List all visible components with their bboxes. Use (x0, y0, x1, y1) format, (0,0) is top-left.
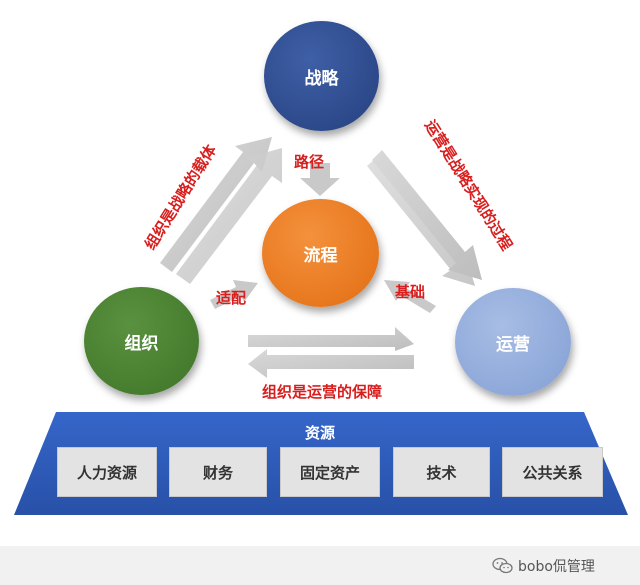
resource-item: 公共关系 (502, 447, 603, 497)
organization-node: 组织 (84, 287, 199, 395)
arrow-strategy-ops (367, 150, 482, 286)
operations-label: 运营 (496, 334, 530, 355)
resource-item: 技术 (393, 447, 490, 497)
wechat-icon (492, 557, 513, 574)
relation-path-label: 路径 (294, 153, 325, 171)
arrow-ops-process (384, 280, 436, 313)
arrow-strategy-process (300, 163, 340, 196)
relation-guarantee-label: 组织是运营的保障 (262, 383, 383, 401)
organization-label: 组织 (124, 333, 159, 354)
operations-node: 运营 (455, 288, 571, 396)
watermark: bobo侃管理 (492, 556, 595, 576)
resource-item: 人力资源 (57, 447, 157, 497)
arrow-org-process (210, 280, 258, 309)
process-label: 流程 (303, 245, 338, 266)
process-node: 流程 (262, 199, 379, 307)
relation-foundation-label: 基础 (395, 283, 426, 301)
arrow-org-strategy (160, 137, 282, 284)
resource-item: 固定资产 (280, 447, 380, 497)
footer-bar (0, 546, 640, 585)
watermark-text: bobo侃管理 (518, 559, 595, 575)
resource-item: 财务 (169, 447, 267, 497)
strategy-node: 战略 (264, 21, 379, 131)
strategy-label: 战略 (304, 68, 339, 89)
resources-title: 资源 (304, 424, 335, 442)
arrow-org-ops (248, 327, 414, 378)
relation-adapt-label: 适配 (216, 289, 247, 307)
